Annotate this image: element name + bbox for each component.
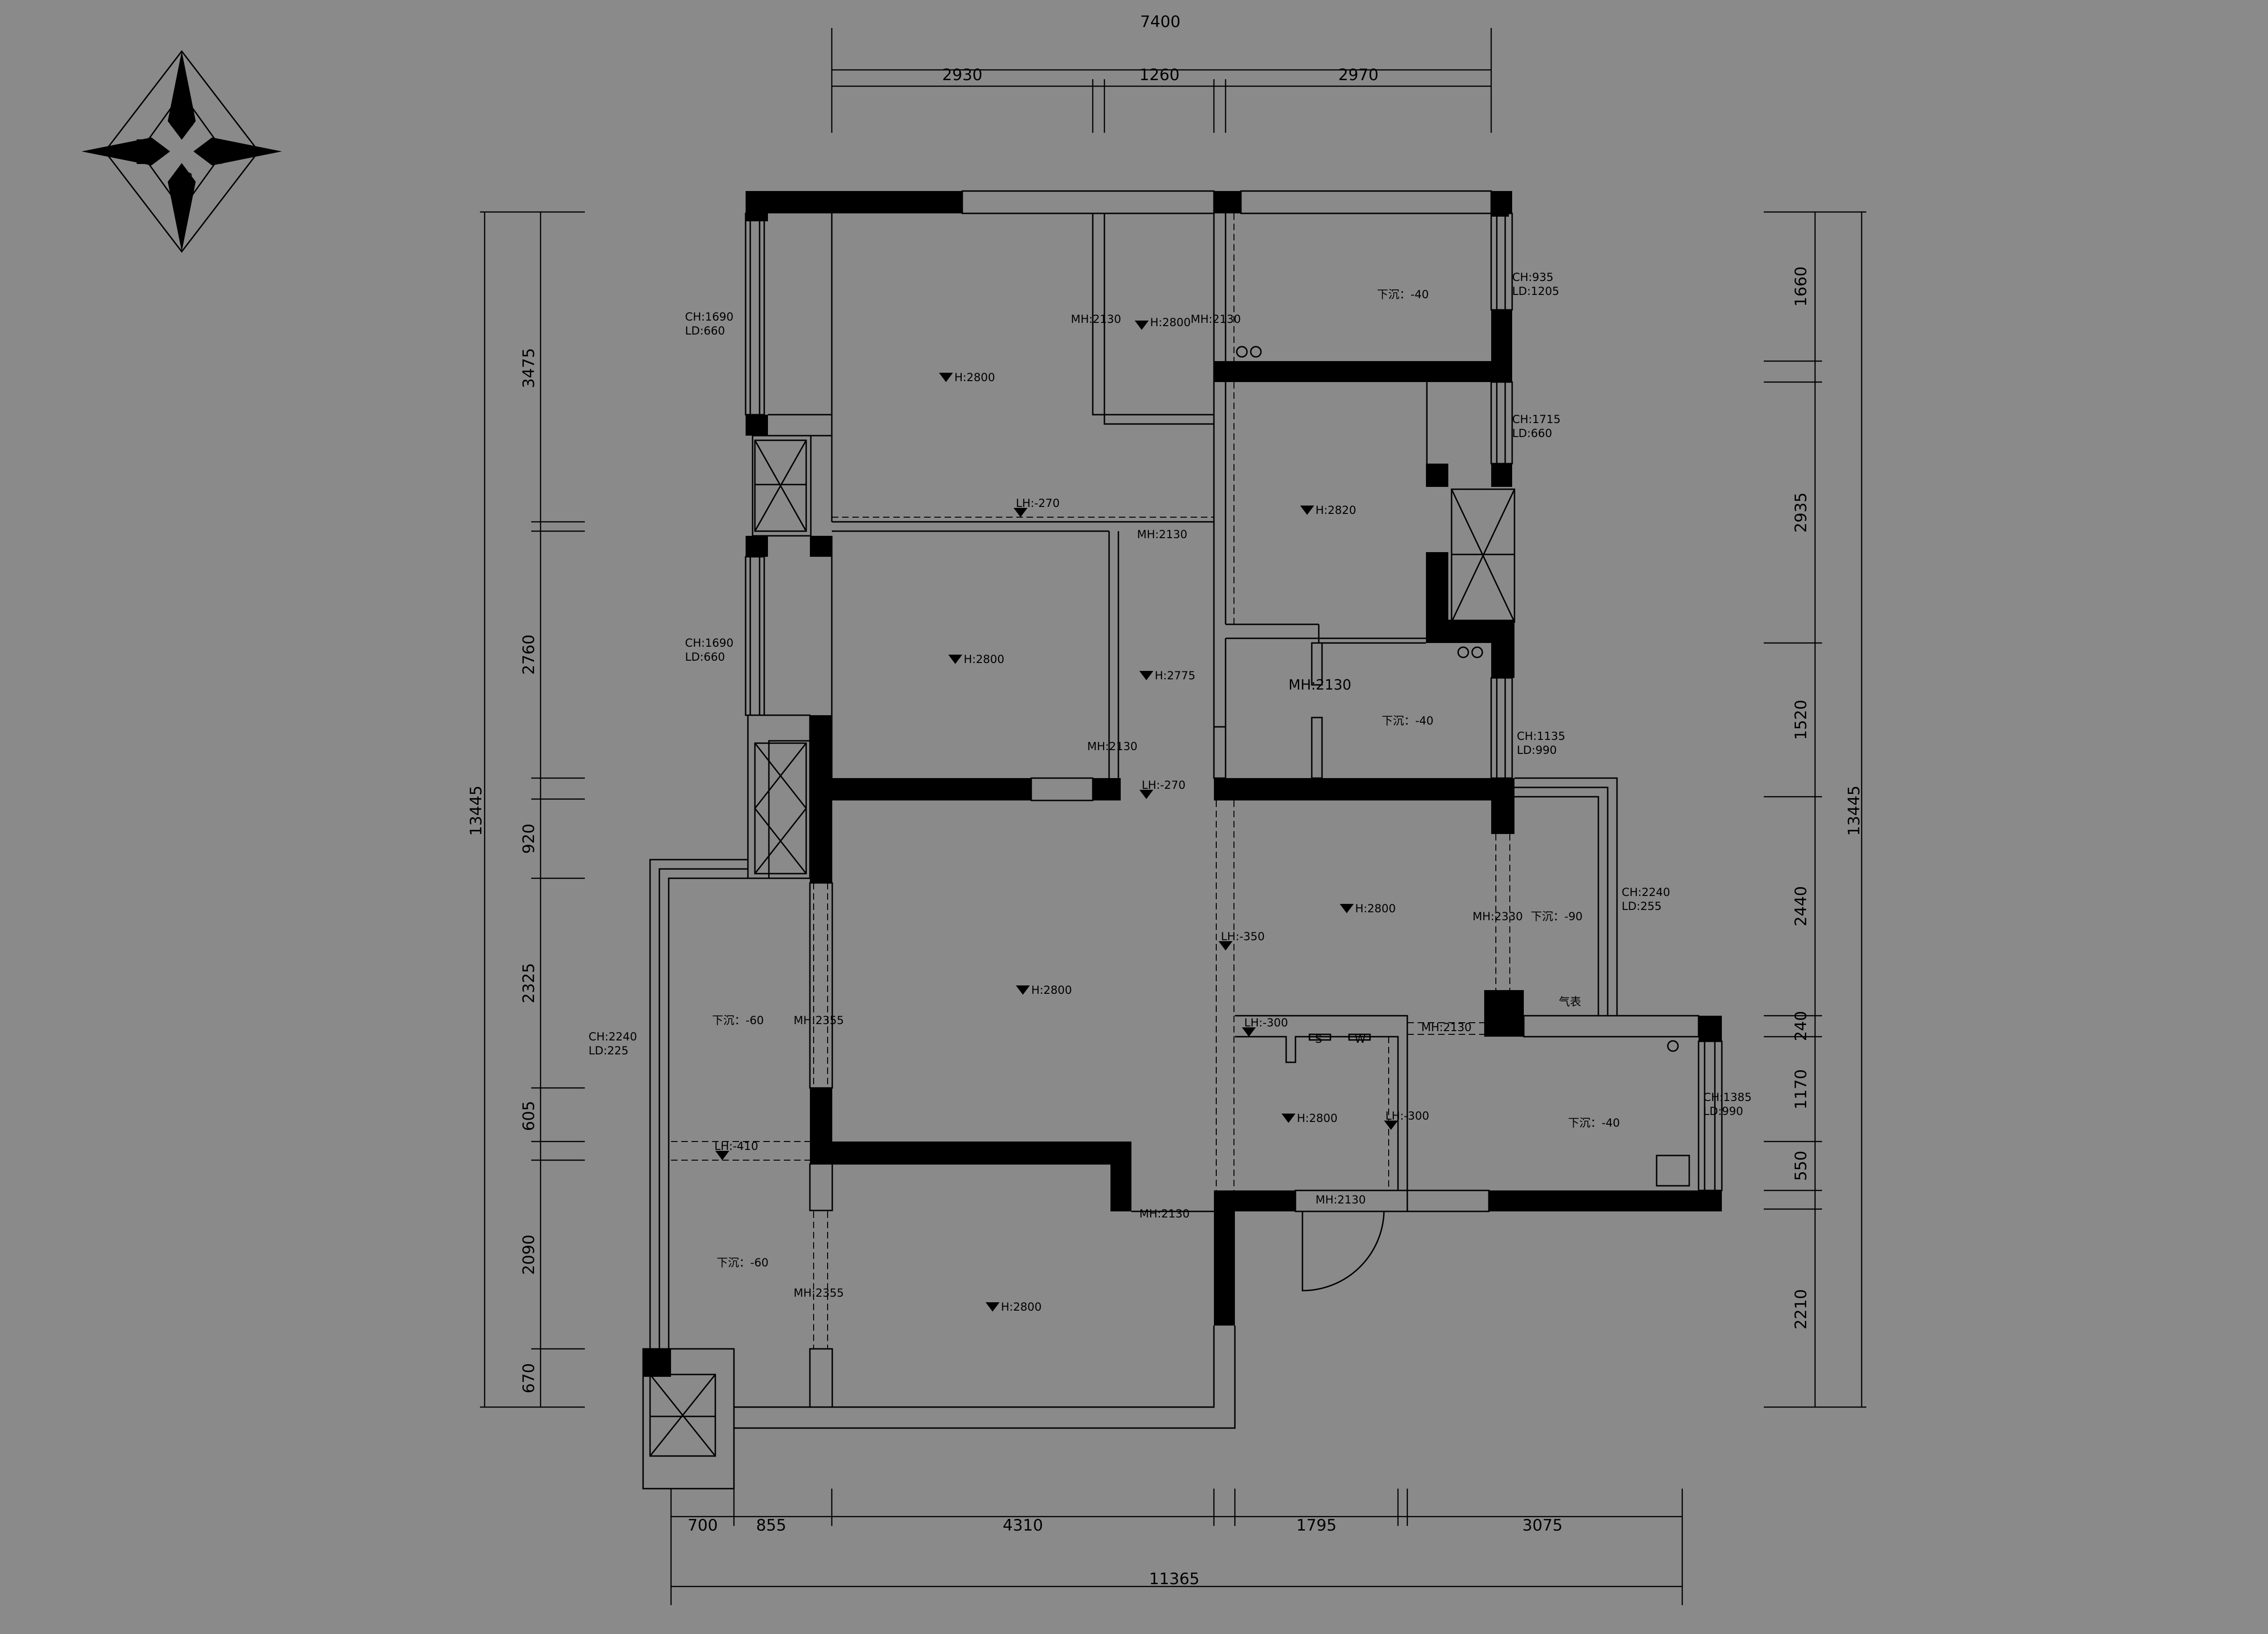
- lh-hall: LH:-270: [1142, 779, 1185, 792]
- lh-kitchen-top: LH:-300: [1244, 1016, 1288, 1029]
- mh-closet-left: MH:2130: [1071, 313, 1121, 326]
- dim-right-total: 13445: [1845, 786, 1864, 836]
- dimension-lines: [480, 28, 1866, 1605]
- sink-left-balcony-1: 下沉：-60: [712, 1014, 764, 1027]
- mh-bedroom-2-door: MH:2130: [1087, 740, 1137, 753]
- lh-living: LH:-350: [1221, 930, 1265, 943]
- dim-top-2: 1260: [1139, 66, 1180, 84]
- dim-top-total: 7400: [1140, 13, 1181, 31]
- ld-left-3: LD:225: [589, 1044, 629, 1057]
- dim-bottom-3: 4310: [1003, 1516, 1043, 1535]
- ld-right-5: LD:990: [1703, 1105, 1743, 1118]
- height-closet: H:2800: [1150, 316, 1191, 329]
- height-dining: H:2800: [1355, 902, 1396, 915]
- mh-hall-top: MH:2130: [1137, 528, 1187, 541]
- dim-bottom-4: 1795: [1296, 1516, 1337, 1535]
- dim-left-3: 920: [520, 824, 538, 854]
- mh-kitchen-bottom: MH:2130: [1316, 1193, 1366, 1206]
- ld-left-2: LD:660: [685, 650, 725, 663]
- sink-hall-bath: 下沉：-40: [1382, 714, 1433, 727]
- dim-left-total: 13445: [467, 786, 486, 836]
- dim-top-3: 2970: [1338, 66, 1379, 84]
- ch-right-1: CH:935: [1512, 271, 1554, 284]
- dim-left-4: 2325: [520, 963, 538, 1004]
- mh-bottom-door: MH:2130: [1139, 1207, 1190, 1220]
- dim-right-3: 1520: [1792, 700, 1810, 740]
- sink-top-right: 下沉：-40: [1377, 288, 1429, 301]
- mh-closet-right: MH:2130: [1191, 313, 1241, 326]
- dim-right-1: 1660: [1792, 267, 1810, 307]
- mh-bottom-left: MH:2355: [794, 1286, 844, 1299]
- dim-left-2: 2760: [520, 635, 538, 675]
- room-annotations: H:2800 H:2800 H:2820 H:2800 H:2775 H:280…: [589, 271, 1752, 1313]
- mh-hall-center: MH:2130: [1288, 677, 1351, 693]
- height-bedroom-1: H:2800: [954, 371, 995, 384]
- dashed-lines: [671, 213, 1510, 1349]
- ld-right-1: LD:1205: [1512, 285, 1559, 298]
- ld-right-3: LD:990: [1517, 744, 1557, 757]
- compass-label-west: D: [133, 133, 159, 172]
- height-bedroom-3: H:2820: [1316, 504, 1356, 517]
- dim-bottom-5: 3075: [1522, 1516, 1563, 1535]
- height-kitchen: H:2800: [1297, 1112, 1337, 1125]
- dim-right-8: 2210: [1792, 1289, 1810, 1330]
- lh-bedroom-1: LH:-270: [1016, 497, 1060, 510]
- dim-right-5: 240: [1792, 1011, 1810, 1041]
- ch-right-3: CH:1135: [1517, 730, 1565, 743]
- sink-mark-s: S: [1315, 1032, 1322, 1046]
- dim-right-4: 2440: [1792, 886, 1810, 927]
- sink-dining: 下沉：-90: [1531, 910, 1583, 923]
- ch-right-2: CH:1715: [1512, 413, 1561, 426]
- ld-right-4: LD:255: [1622, 900, 1662, 913]
- height-bedroom-2: H:2800: [964, 653, 1004, 666]
- ld-right-2: LD:660: [1512, 427, 1552, 440]
- dim-bottom-2: 855: [756, 1516, 787, 1535]
- ch-left-3: CH:2240: [589, 1030, 637, 1043]
- dim-top-1: 2930: [942, 66, 983, 84]
- dim-right-2: 2935: [1792, 492, 1810, 533]
- height-hall: H:2775: [1155, 669, 1195, 682]
- height-living: H:2800: [1031, 984, 1072, 997]
- ch-left-1: CH:1690: [685, 310, 733, 323]
- dim-bottom-total: 11365: [1149, 1570, 1199, 1588]
- sink-right-room: 下沉：-40: [1568, 1116, 1620, 1129]
- dim-left-1: 3475: [520, 348, 538, 389]
- lh-kitchen-right: LH:-300: [1385, 1109, 1429, 1122]
- sink-left-balcony-2: 下沉：-60: [717, 1256, 768, 1269]
- dim-left-7: 670: [520, 1363, 538, 1394]
- compass-label-north: A: [170, 95, 193, 134]
- lh-balcony: LH:-410: [714, 1140, 758, 1153]
- gas-meter-label: 气表: [1559, 995, 1581, 1008]
- ch-right-4: CH:2240: [1622, 886, 1670, 899]
- ch-left-2: CH:1690: [685, 636, 733, 649]
- ch-right-5: CH:1385: [1703, 1091, 1752, 1104]
- compass-rose: A B C D: [82, 50, 282, 253]
- compass-label-south: C: [170, 165, 193, 205]
- compass-label-east: B: [206, 133, 229, 172]
- solid-walls: [643, 191, 1722, 1377]
- dim-left-5: 605: [520, 1101, 538, 1131]
- mh-kitchen-top: MH:2130: [1421, 1021, 1472, 1034]
- mh-living-left: MH:2355: [794, 1014, 844, 1027]
- level-markers: [715, 321, 1398, 1312]
- dim-bottom-1: 700: [688, 1516, 718, 1535]
- dim-left-6: 2090: [520, 1235, 538, 1275]
- dim-right-7: 550: [1792, 1151, 1810, 1181]
- dim-right-6: 1170: [1792, 1069, 1810, 1110]
- mh-dining: MH:2330: [1473, 910, 1523, 923]
- shaft-boxes: [649, 346, 1690, 1457]
- thin-walls: [642, 190, 1723, 1490]
- sink-mark-w: W: [1355, 1032, 1366, 1046]
- ld-left-1: LD:660: [685, 324, 725, 337]
- height-bottom-room: H:2800: [1001, 1300, 1041, 1313]
